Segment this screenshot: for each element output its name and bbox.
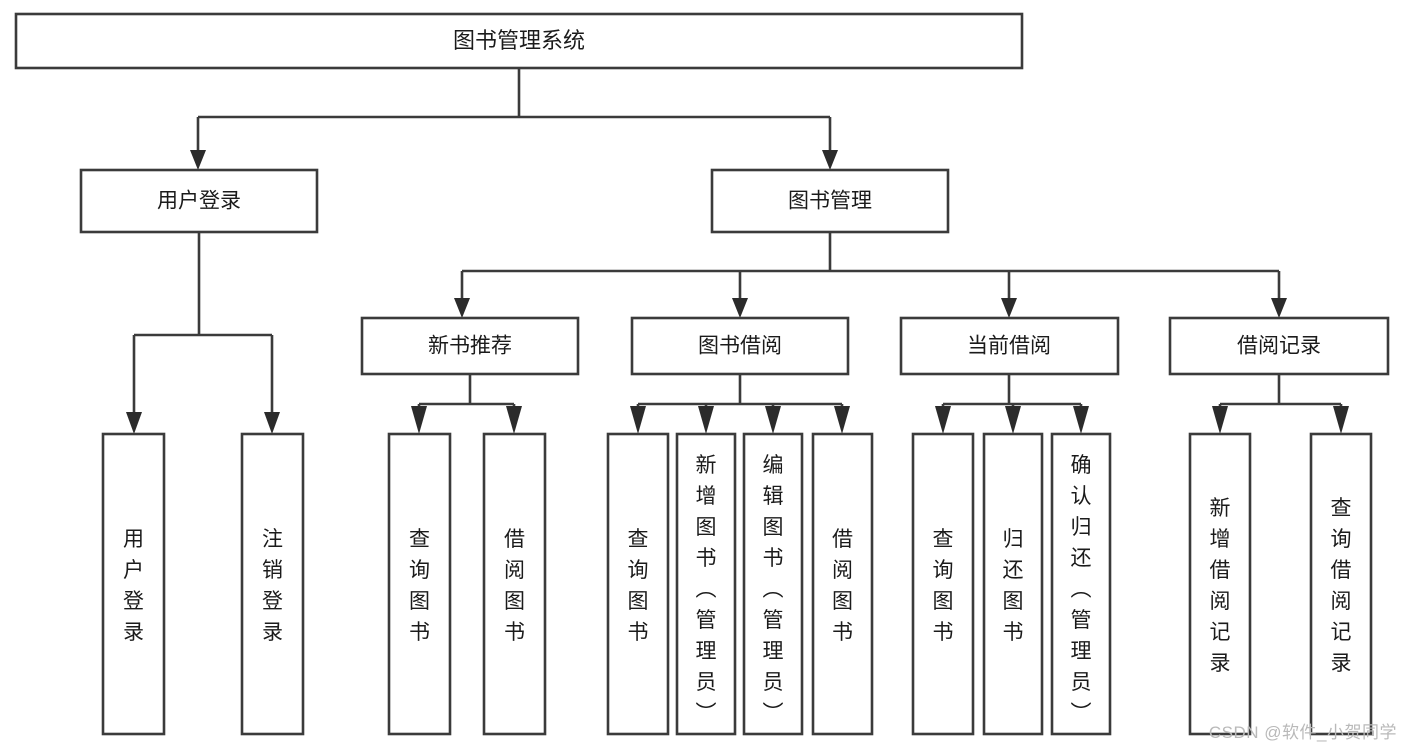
connector-layer <box>126 68 1349 434</box>
node-user-login-box[interactable] <box>79 168 319 234</box>
leaf-node[interactable]: 新增借阅记录 <box>1188 432 1252 736</box>
leaf-node-box[interactable] <box>811 432 874 736</box>
leaf-node-box[interactable] <box>387 432 452 736</box>
node-new-book-rec[interactable]: 新书推荐 <box>360 316 580 376</box>
leaf-node-label: 新增借阅记录 <box>1210 497 1231 675</box>
node-book-manage[interactable]: 图书管理 <box>710 168 950 234</box>
arrow-head-icon <box>264 412 280 434</box>
leaf-node-box[interactable] <box>1188 432 1252 736</box>
leaf-node-label: 查询图书 <box>933 528 954 644</box>
arrow-head-icon <box>1001 298 1017 318</box>
leaf-node-layer: 用户登录 注销登录 查询图书 借阅图书 查询图书 新增图书︵管理员︶ 编辑图书︵管理员︶ 借阅… <box>101 432 1373 736</box>
arrow-head-icon <box>1073 406 1089 434</box>
node-book-manage-box[interactable] <box>710 168 950 234</box>
node-layer: 图书管理系统 用户登录 图书管理 新书推荐 图书借阅 当前 <box>14 12 1390 736</box>
leaf-node[interactable]: 新增图书︵管理员︶ <box>675 432 737 736</box>
leaf-node-box[interactable] <box>742 432 804 736</box>
leaf-node[interactable]: 借阅图书 <box>811 432 874 736</box>
leaf-node[interactable]: 查询图书 <box>606 432 670 736</box>
leaf-node-box[interactable] <box>1309 432 1373 736</box>
arrow-head-icon <box>411 406 427 434</box>
arrow-head-icon <box>1212 406 1228 434</box>
leaf-node-label: 查询图书 <box>628 528 649 644</box>
leaf-node[interactable]: 用户登录 <box>101 432 166 736</box>
node-new-book-rec-label: 新书推荐 <box>428 335 512 358</box>
arrow-head-icon <box>190 150 206 170</box>
leaf-node-box[interactable] <box>675 432 737 736</box>
node-current-borrow-label: 当前借阅 <box>967 335 1051 358</box>
arrow-head-icon <box>1005 406 1021 434</box>
leaf-node[interactable]: 编辑图书︵管理员︶ <box>742 432 804 736</box>
leaf-node-label: 确认归还︵管理员︶ <box>1071 454 1092 725</box>
leaf-node-label: 注销登录 <box>262 528 283 644</box>
arrow-head-icon <box>698 406 714 434</box>
node-current-borrow[interactable]: 当前借阅 <box>899 316 1120 376</box>
leaf-node-label: 编辑图书︵管理员︶ <box>763 454 784 725</box>
arrow-head-icon <box>630 406 646 434</box>
node-book-borrow[interactable]: 图书借阅 <box>630 316 850 376</box>
node-borrow-record-box[interactable] <box>1168 316 1390 376</box>
node-user-login[interactable]: 用户登录 <box>79 168 319 234</box>
arrow-head-icon <box>454 298 470 318</box>
node-book-borrow-box[interactable] <box>630 316 850 376</box>
leaf-node-label: 借阅图书 <box>832 528 853 644</box>
node-new-book-rec-box[interactable] <box>360 316 580 376</box>
leaf-node[interactable]: 归还图书 <box>982 432 1044 736</box>
arrow-head-icon <box>834 406 850 434</box>
leaf-node[interactable]: 查询借阅记录 <box>1309 432 1373 736</box>
leaf-node-label: 新增图书︵管理员︶ <box>696 454 717 725</box>
arrow-head-icon <box>506 406 522 434</box>
leaf-node-box[interactable] <box>101 432 166 736</box>
leaf-node[interactable]: 查询图书 <box>911 432 975 736</box>
arrow-head-icon <box>1271 298 1287 318</box>
leaf-node-box[interactable] <box>911 432 975 736</box>
arrow-head-icon <box>822 150 838 170</box>
leaf-node[interactable]: 注销登录 <box>240 432 305 736</box>
arrow-head-icon <box>126 412 142 434</box>
arrow-head-icon <box>1333 406 1349 434</box>
node-book-borrow-label: 图书借阅 <box>698 335 782 358</box>
leaf-node[interactable]: 确认归还︵管理员︶ <box>1050 432 1112 736</box>
node-borrow-record-label: 借阅记录 <box>1237 335 1321 358</box>
leaf-node-label: 查询借阅记录 <box>1331 497 1352 675</box>
node-root-box[interactable] <box>14 12 1024 70</box>
leaf-node-box[interactable] <box>606 432 670 736</box>
leaf-node-box[interactable] <box>240 432 305 736</box>
arrow-head-icon <box>765 406 781 434</box>
node-user-login-label: 用户登录 <box>157 190 241 213</box>
arrow-head-icon <box>732 298 748 318</box>
leaf-node-box[interactable] <box>1050 432 1112 736</box>
leaf-node-label: 归还图书 <box>1003 528 1024 644</box>
leaf-node-label: 借阅图书 <box>504 528 525 644</box>
leaf-node-box[interactable] <box>482 432 547 736</box>
node-book-manage-label: 图书管理 <box>788 190 872 213</box>
watermark-text: CSDN @软件_小贺同学 <box>1208 723 1397 742</box>
leaf-node-label: 查询图书 <box>409 528 430 644</box>
node-borrow-record[interactable]: 借阅记录 <box>1168 316 1390 376</box>
leaf-node[interactable]: 借阅图书 <box>482 432 547 736</box>
leaf-node[interactable]: 查询图书 <box>387 432 452 736</box>
leaf-node-label: 用户登录 <box>123 528 144 644</box>
node-current-borrow-box[interactable] <box>899 316 1120 376</box>
arrow-head-icon <box>935 406 951 434</box>
node-root[interactable]: 图书管理系统 <box>14 12 1024 70</box>
node-root-label: 图书管理系统 <box>453 28 585 53</box>
leaf-node-box[interactable] <box>982 432 1044 736</box>
